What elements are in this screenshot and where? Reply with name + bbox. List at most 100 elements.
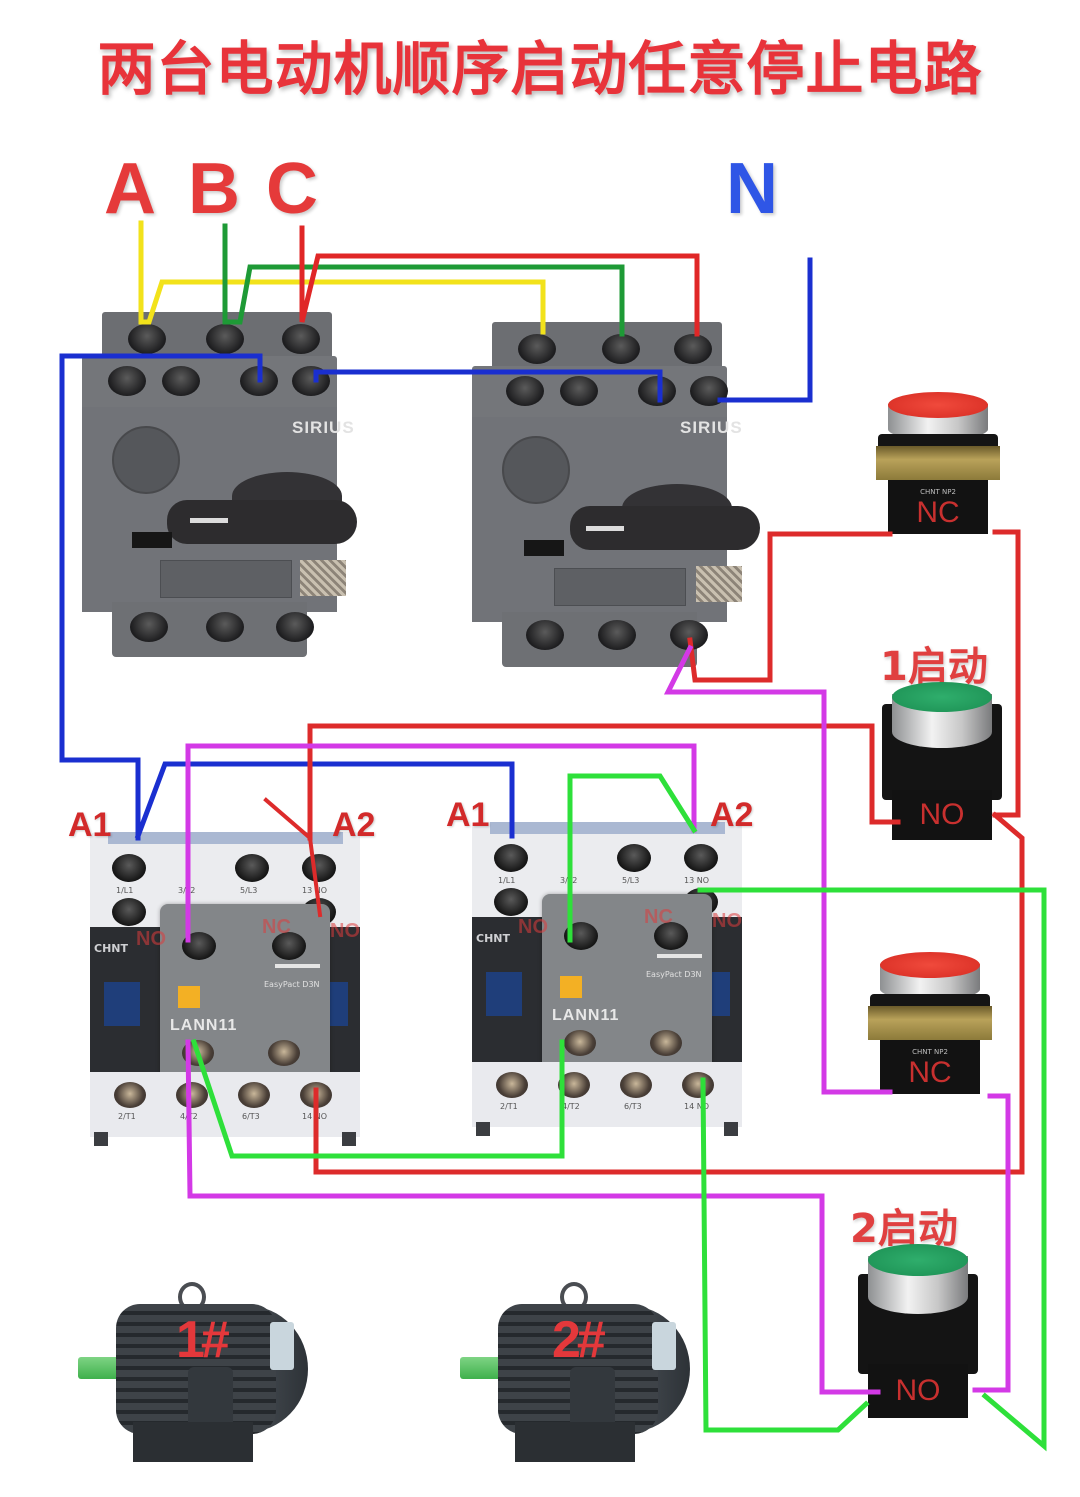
breaker-terminal-t3 — [276, 612, 314, 642]
terminal-5-l3 — [617, 844, 651, 872]
phase-label-b: B — [188, 149, 240, 229]
wire-phase-c — [299, 225, 700, 337]
red-button-cap[interactable] — [888, 392, 988, 418]
motor-label: 1# — [176, 1311, 230, 1369]
motor-2: 2# — [460, 1282, 700, 1472]
contact-type-label: NO — [919, 798, 965, 831]
breaker-aux-terminal — [108, 366, 146, 396]
indicator-window — [486, 972, 522, 1016]
phase-label-a: A — [104, 149, 156, 229]
wire-control-green-a2 — [567, 773, 698, 943]
coil-a2-label-km1: A2 — [332, 806, 376, 844]
aux-label-no: NO — [136, 928, 166, 950]
aux-screw — [564, 1030, 596, 1056]
wire-control-magenta-a2 — [185, 743, 697, 943]
terminal-label: 13 NO — [302, 886, 328, 895]
coil-a1-label-km2: A1 — [446, 796, 490, 834]
nameplate — [270, 1322, 294, 1370]
aux-model: LANN11 — [170, 1017, 238, 1034]
wire-control-magenta-stop2 — [663, 644, 893, 1095]
aux-nc-terminal — [272, 932, 306, 960]
breaker-aux-terminal — [162, 366, 200, 396]
terminal-label: 2/T1 — [500, 1102, 518, 1111]
aux-label-no-2: NO — [712, 910, 742, 932]
breaker-terminal-l1 — [518, 334, 556, 364]
breaker-aux-terminal — [560, 376, 598, 406]
aux-label-nc: NC — [644, 906, 673, 928]
stop-button-2[interactable]: CHNT NP2 NC — [860, 952, 1000, 1122]
contact-type-label: NC — [908, 1056, 952, 1089]
breaker-brand: SIRIUS — [680, 418, 743, 437]
aux-label-nc: NC — [262, 916, 291, 938]
terminal-2-t1 — [114, 1082, 146, 1108]
label-window — [160, 560, 292, 598]
contact-block: CHNT NP2 NC — [888, 480, 988, 534]
maker-label: CHNT NP2 — [912, 1048, 948, 1056]
contact-type-label: NC — [916, 496, 960, 529]
wire-control-green-interlock — [190, 1038, 565, 1159]
indicator-window — [104, 982, 140, 1026]
breaker-terminal-t2 — [598, 620, 636, 650]
handle-indicator — [190, 518, 228, 523]
motor-base — [515, 1422, 635, 1462]
contact-block: NO — [892, 790, 992, 840]
handle-indicator — [586, 526, 624, 531]
red-button-cap[interactable] — [880, 952, 980, 978]
diagram-title: 两台电动机顺序启动任意停止电路 — [97, 35, 983, 103]
motor-1: 1# — [78, 1282, 318, 1472]
coil-terminal-strip — [108, 832, 343, 844]
current-setting-dial[interactable] — [502, 436, 570, 504]
coil-a2-label-km2: A2 — [710, 796, 754, 834]
aux-model: LANN11 — [552, 1007, 620, 1024]
nameplate — [652, 1322, 676, 1370]
terminal-1-l1 — [494, 844, 528, 872]
wire-control-red-stop1-out — [992, 529, 1021, 818]
start-button-1[interactable]: NO — [872, 682, 1012, 842]
motor-base — [133, 1422, 253, 1462]
wire-neutral — [717, 257, 813, 403]
breaker-terminal-t2 — [206, 612, 244, 642]
aux-label-no-2: NO — [330, 920, 360, 942]
motor-shaft — [460, 1357, 505, 1379]
test-slot — [524, 540, 564, 556]
breaker-terminal-l2 — [206, 324, 244, 354]
wire-control-green-13no — [697, 887, 1047, 1452]
terminal-6-t3 — [620, 1072, 652, 1098]
mount-foot — [476, 1122, 490, 1136]
terminal-14-no — [682, 1072, 714, 1098]
mount-foot — [94, 1132, 108, 1146]
coil-terminal-strip — [490, 822, 725, 834]
contact-block: NO — [868, 1364, 968, 1418]
terminal-label: 5/L3 — [240, 886, 258, 895]
terminal-label: 1/L1 — [116, 886, 134, 895]
aux-brand: EasyPact D3N — [264, 980, 320, 989]
aux-brand: EasyPact D3N — [646, 970, 702, 979]
neutral-label-n: N — [726, 149, 778, 229]
motor-breaker-2: SIRIUS — [462, 322, 760, 667]
green-button-cap[interactable] — [868, 1244, 968, 1276]
wire-control-red-stop1 — [687, 531, 893, 683]
phase-label-c: C — [266, 149, 318, 229]
test-slot — [132, 532, 172, 548]
current-setting-dial[interactable] — [112, 426, 180, 494]
aux-terminal — [112, 898, 146, 926]
green-button-cap[interactable] — [892, 682, 992, 712]
breaker-terminal-t1 — [130, 612, 168, 642]
contactor-km2: 1/L1 3/L2 5/L3 13 NO CHNT EasyPact D3N L… — [472, 822, 742, 1137]
breaker-terminal-l2 — [602, 334, 640, 364]
wire-phase-a — [138, 220, 546, 335]
motor-breaker-1: SIRIUS — [72, 312, 357, 657]
stop-button-1[interactable]: CHNT NP2 NC — [868, 392, 1008, 562]
coil-a1-label-km1: A1 — [68, 806, 112, 844]
wire-control-magenta-stop2-out — [972, 1093, 1011, 1393]
wire-control-blue-1 — [59, 353, 263, 841]
qr-code — [696, 566, 742, 602]
aux-nc-terminal — [654, 922, 688, 950]
aux-contact-block: EasyPact D3N LANN11 — [542, 894, 712, 1074]
breaker-terminal-l3 — [282, 324, 320, 354]
terminal-1-l1 — [112, 854, 146, 882]
start-button-2[interactable]: NO — [848, 1244, 988, 1420]
contactor-brand: CHNT — [94, 942, 128, 955]
label-window — [554, 568, 686, 606]
